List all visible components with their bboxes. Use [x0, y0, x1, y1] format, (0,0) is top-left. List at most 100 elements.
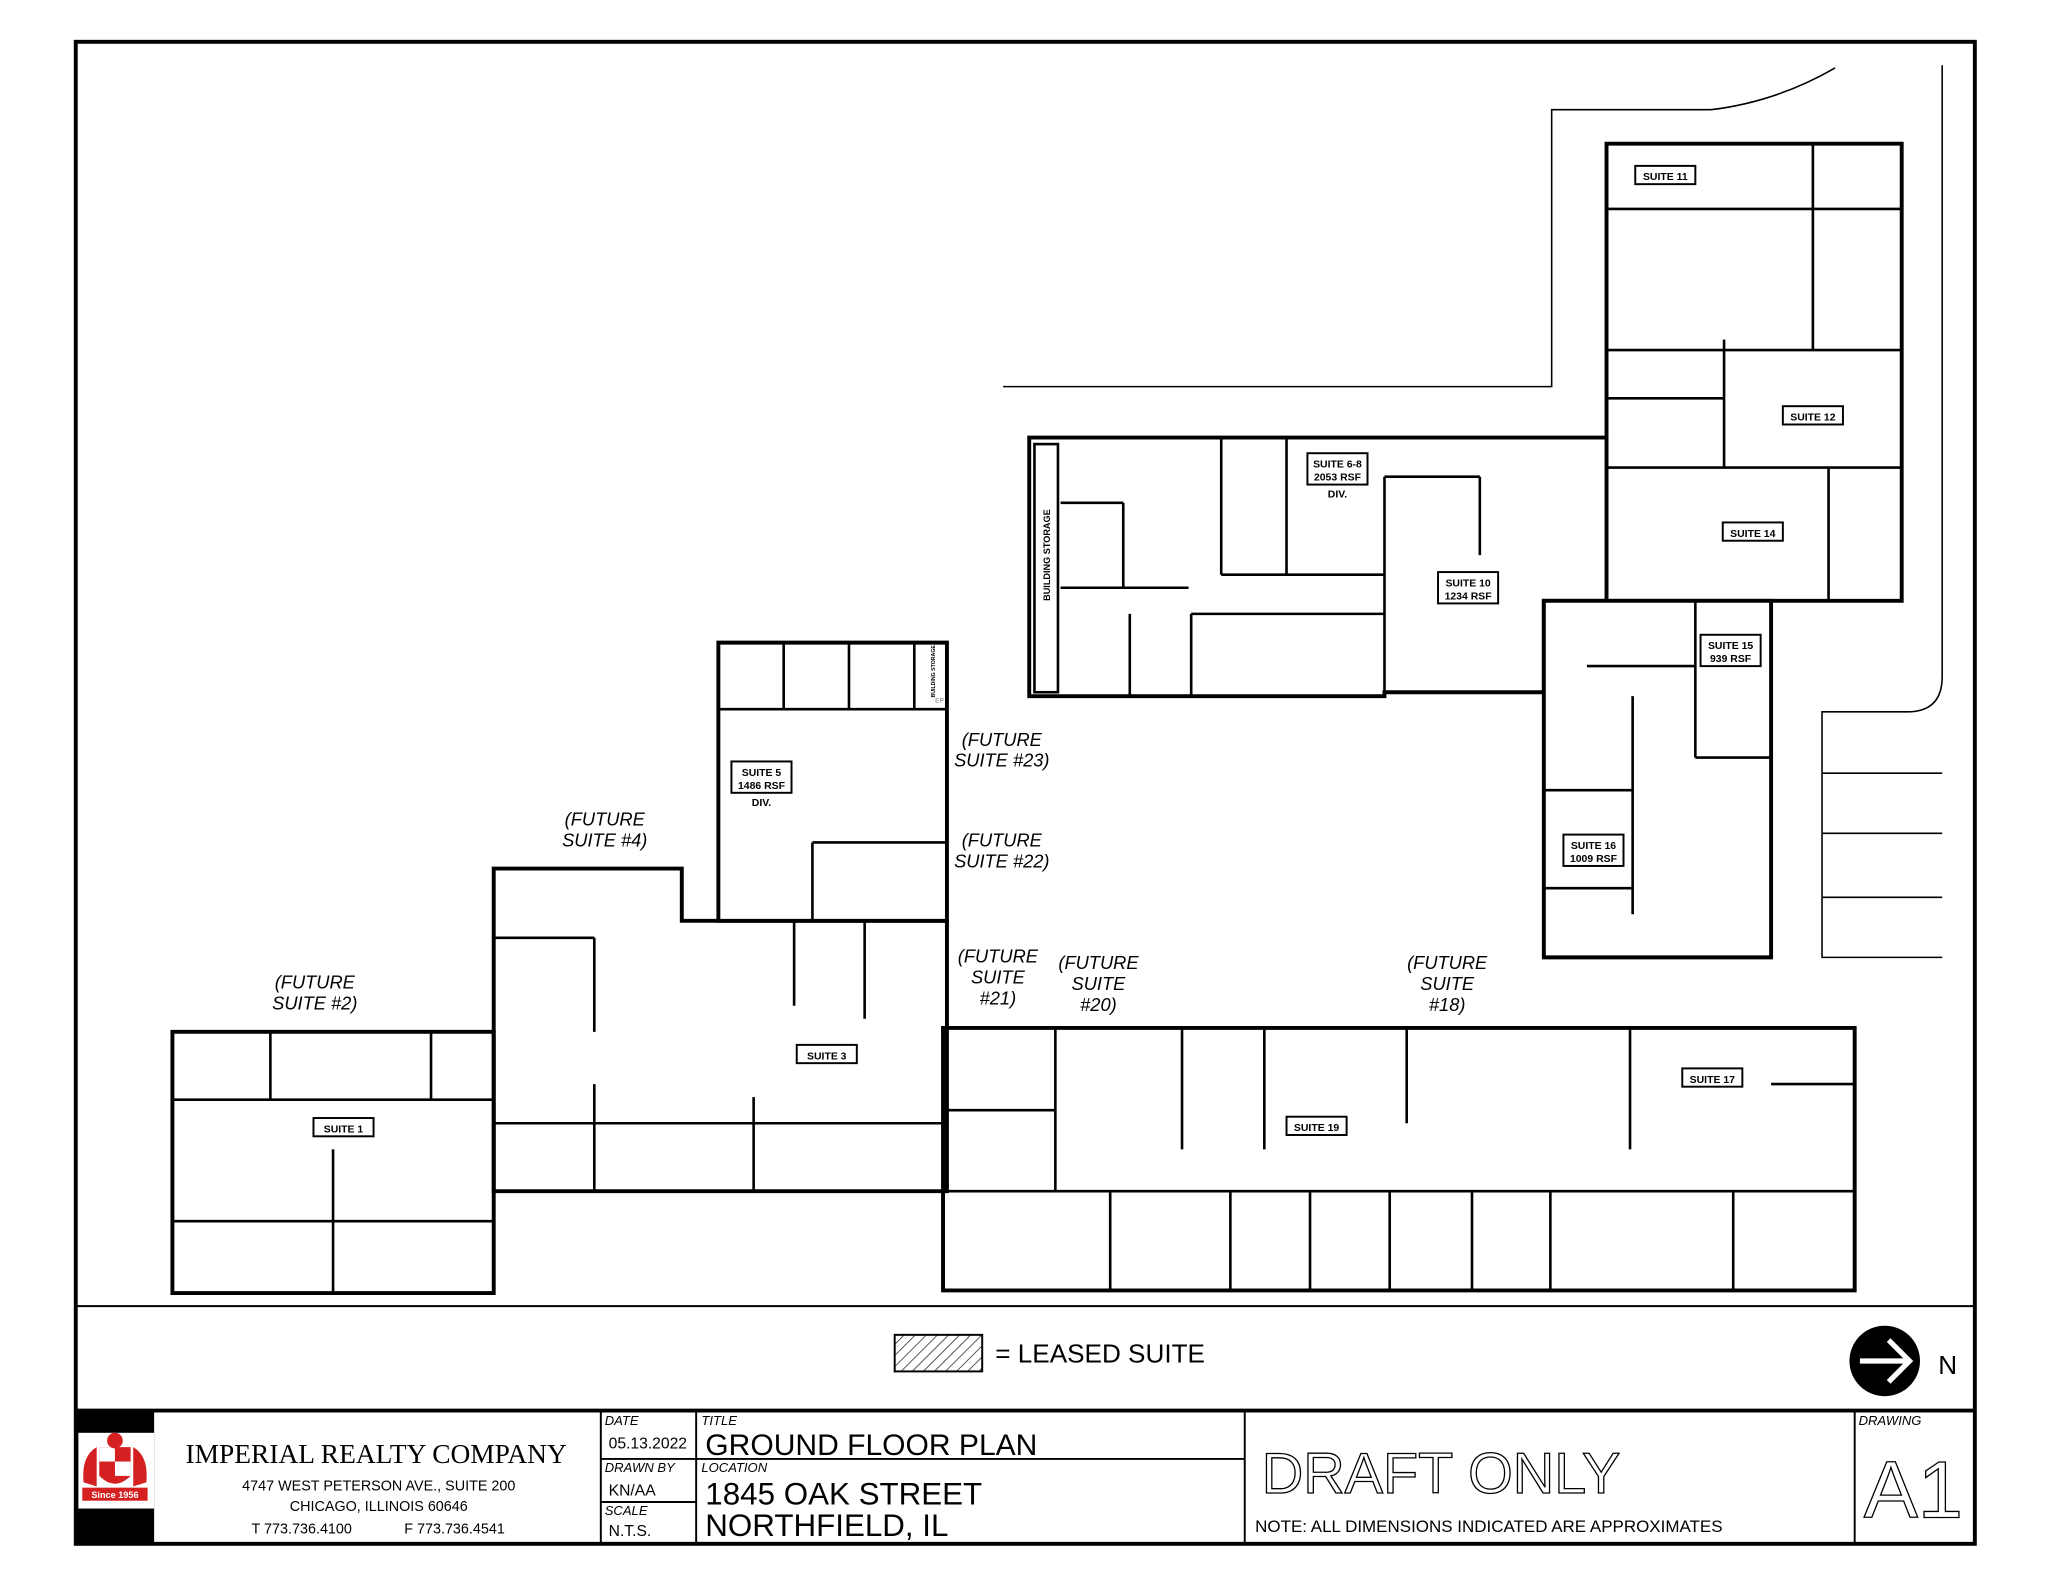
suite-label-box [795, 1043, 858, 1065]
suite-label-text: SUITE 5 [742, 768, 782, 779]
legend-label: = LEASED SUITE [995, 1338, 1205, 1368]
suite-3-label: SUITE 3 [795, 1043, 858, 1065]
date-label: DATE [605, 1413, 639, 1428]
suite-note: DIV. [1328, 490, 1347, 501]
future-4-label: (FUTURE [565, 808, 646, 829]
leased-suite-19-17 [941, 1025, 1857, 1293]
suite-10-label: SUITE 10 1234 RSF [1437, 571, 1500, 605]
drawing-title: GROUND FLOOR PLAN [705, 1429, 1037, 1462]
drawing-label: DRAWING [1859, 1413, 1922, 1428]
suite-12-label: SUITE 12 [1781, 405, 1844, 426]
location-line-2: NORTHFIELD, IL [705, 1508, 948, 1543]
future-20-label: #20) [1080, 994, 1117, 1015]
suite-label-box [1634, 164, 1697, 186]
date-value: 05.13.2022 [609, 1435, 687, 1452]
suite-label-text: SUITE 11 [1643, 172, 1688, 183]
title-block: Since 1956 IMPERIAL REALTY COMPANY 4747 … [75, 1410, 1964, 1544]
building-storage-small-label: BUILDING STORAGE [931, 645, 937, 698]
future-2-label: (FUTURE [275, 972, 356, 993]
scale-label: SCALE [605, 1503, 648, 1518]
suite-label-text: 1234 RSF [1445, 592, 1492, 603]
suite-label-text: SUITE 16 [1571, 841, 1616, 852]
draft-status: DRAFT ONLY [1262, 1442, 1621, 1506]
suite-5-area [716, 640, 949, 923]
suite-19-label: SUITE 19 [1285, 1115, 1348, 1136]
suite-label-box [730, 760, 793, 794]
suite-label-text: 2053 RSF [1314, 473, 1361, 484]
suite-label-text: SUITE 17 [1690, 1075, 1735, 1086]
suite-label-text: 939 RSF [1710, 654, 1751, 665]
building-storage-room [1033, 442, 1060, 694]
suite-label-text: SUITE 1 [324, 1124, 364, 1135]
suite-label-text: 1009 RSF [1570, 854, 1617, 865]
future-18-label: #18) [1429, 994, 1466, 1015]
company-fax: F 773.736.4541 [404, 1521, 505, 1537]
company-logo: Since 1956 [82, 1432, 148, 1501]
suite-label-text: SUITE 15 [1708, 641, 1753, 652]
suite-label-text: SUITE 10 [1445, 578, 1490, 589]
suite-label-box [1437, 571, 1500, 605]
suite-label-text: SUITE 19 [1294, 1123, 1339, 1134]
suite-1-label: SUITE 1 [312, 1117, 375, 1138]
future-21-label: (FUTURE [958, 946, 1039, 967]
interior-walls [172, 143, 1902, 1294]
legend-hatch-swatch [893, 1333, 984, 1373]
suite-label-box [312, 1117, 375, 1138]
company-address-2: CHICAGO, ILLINOIS 60646 [290, 1499, 468, 1515]
scale-value: N.T.S. [609, 1523, 652, 1540]
future-22-label: (FUTURE [962, 829, 1043, 850]
future-23-label: SUITE #23) [954, 750, 1049, 771]
suite-label-text: SUITE 12 [1790, 413, 1835, 424]
suite-label-text: SUITE 3 [807, 1051, 847, 1062]
suite-6-8-label: SUITE 6-8 2053 RSF DIV. [1306, 452, 1369, 501]
suite-17-label: SUITE 17 [1681, 1067, 1744, 1088]
future-2-label: SUITE #2) [272, 993, 357, 1014]
future-20-label: (FUTURE [1058, 952, 1139, 973]
suite-label-box [1681, 1067, 1744, 1088]
future-20-label: SUITE [1072, 973, 1127, 994]
site-lines [1003, 65, 1943, 959]
north-arrow-icon [1849, 1325, 1920, 1397]
suite-14-label: SUITE 14 [1721, 521, 1784, 542]
sheet-border [73, 39, 1977, 1546]
future-4-label: SUITE #4) [562, 829, 647, 850]
north-label: N [1938, 1350, 1957, 1380]
suite-label-box [1721, 521, 1784, 542]
future-22-label: SUITE #22) [954, 850, 1049, 871]
company-name: IMPERIAL REALTY COMPANY [186, 1439, 567, 1469]
svg-text:Since 1956: Since 1956 [91, 1490, 138, 1500]
suite-label-box [1285, 1115, 1348, 1136]
future-23-label: (FUTURE [962, 729, 1043, 750]
company-phone: T 773.736.4100 [252, 1521, 352, 1537]
suite-label-box [1306, 452, 1369, 486]
suite-label-box [1699, 633, 1762, 668]
suite-label-box [1562, 833, 1625, 867]
suite-11-label: SUITE 11 [1634, 164, 1697, 186]
company-address-1: 4747 WEST PETERSON AVE., SUITE 200 [242, 1478, 515, 1494]
suite-16-label: SUITE 16 1009 RSF [1562, 833, 1625, 867]
suite-label-text: SUITE 14 [1730, 529, 1775, 540]
suite-label-text: 1486 RSF [738, 781, 785, 792]
future-21-label: SUITE [971, 966, 1026, 987]
leased-suite-1 [170, 1029, 496, 1296]
suite-label-text: SUITE 6-8 [1313, 460, 1362, 471]
location-line-1: 1845 OAK STREET [705, 1477, 982, 1512]
vacant-areas [716, 435, 1774, 960]
drawing-number: A1 [1864, 1446, 1963, 1536]
suite-15-label: SUITE 15 939 RSF [1699, 633, 1762, 668]
suite-note: DIV. [752, 798, 771, 809]
future-18-label: (FUTURE [1407, 952, 1488, 973]
suite-label-box [1781, 405, 1844, 426]
location-label: LOCATION [701, 1460, 767, 1475]
future-21-label: #21) [980, 987, 1017, 1008]
drawn-by-value: KN/AA [609, 1482, 657, 1499]
suite-5-label: SUITE 5 1486 RSF DIV. [730, 760, 793, 809]
dimensions-note: NOTE: ALL DIMENSIONS INDICATED ARE APPRO… [1255, 1517, 1722, 1536]
title-label: TITLE [701, 1413, 737, 1428]
future-18-label: SUITE [1420, 973, 1475, 994]
ep-label: EP [935, 698, 944, 705]
building-storage-label: BUILDING STORAGE [1042, 509, 1052, 601]
